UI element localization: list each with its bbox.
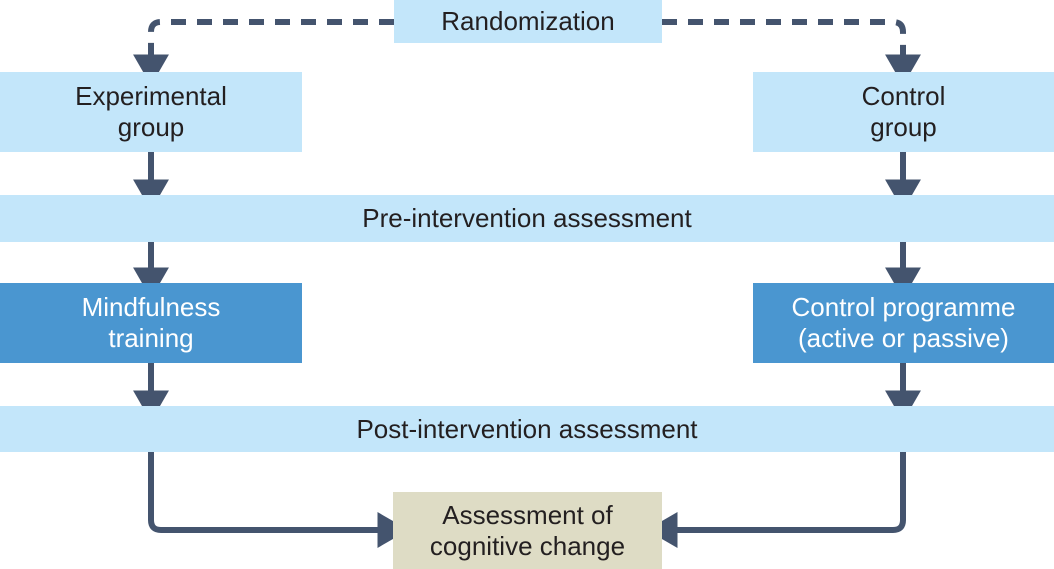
node-assessment-of-cognitive-change[interactable]: Assessment of cognitive change — [393, 492, 662, 569]
connector-randomization-to-experimental — [133, 19, 394, 86]
connector-post-assessment-left-to-cognitive-change — [148, 452, 409, 548]
node-mindfulness-training[interactable]: Mindfulness training — [0, 283, 302, 363]
node-control-programme[interactable]: Control programme (active or passive) — [753, 283, 1054, 363]
node-control-programme-label: Control programme (active or passive) — [791, 292, 1016, 353]
node-assessment-of-cognitive-change-label: Assessment of cognitive change — [429, 499, 626, 561]
node-post-intervention-assessment-label: Post-intervention assessment — [356, 413, 698, 444]
node-randomization[interactable]: Randomization — [394, 0, 662, 43]
node-mindfulness-training-label: Mindfulness training — [81, 292, 221, 353]
node-control-group[interactable]: Control group — [753, 72, 1054, 152]
node-post-intervention-assessment[interactable]: Post-intervention assessment — [0, 406, 1054, 452]
node-experimental-group[interactable]: Experimental group — [0, 72, 302, 152]
node-randomization-label: Randomization — [441, 6, 615, 37]
node-control-group-label: Control group — [861, 81, 946, 142]
connector-post-assessment-right-to-cognitive-change — [646, 452, 906, 548]
connector-randomization-to-control — [662, 19, 921, 86]
node-pre-intervention-assessment-label: Pre-intervention assessment — [362, 203, 692, 234]
node-experimental-group-label: Experimental group — [75, 81, 227, 142]
node-pre-intervention-assessment[interactable]: Pre-intervention assessment — [0, 195, 1054, 242]
